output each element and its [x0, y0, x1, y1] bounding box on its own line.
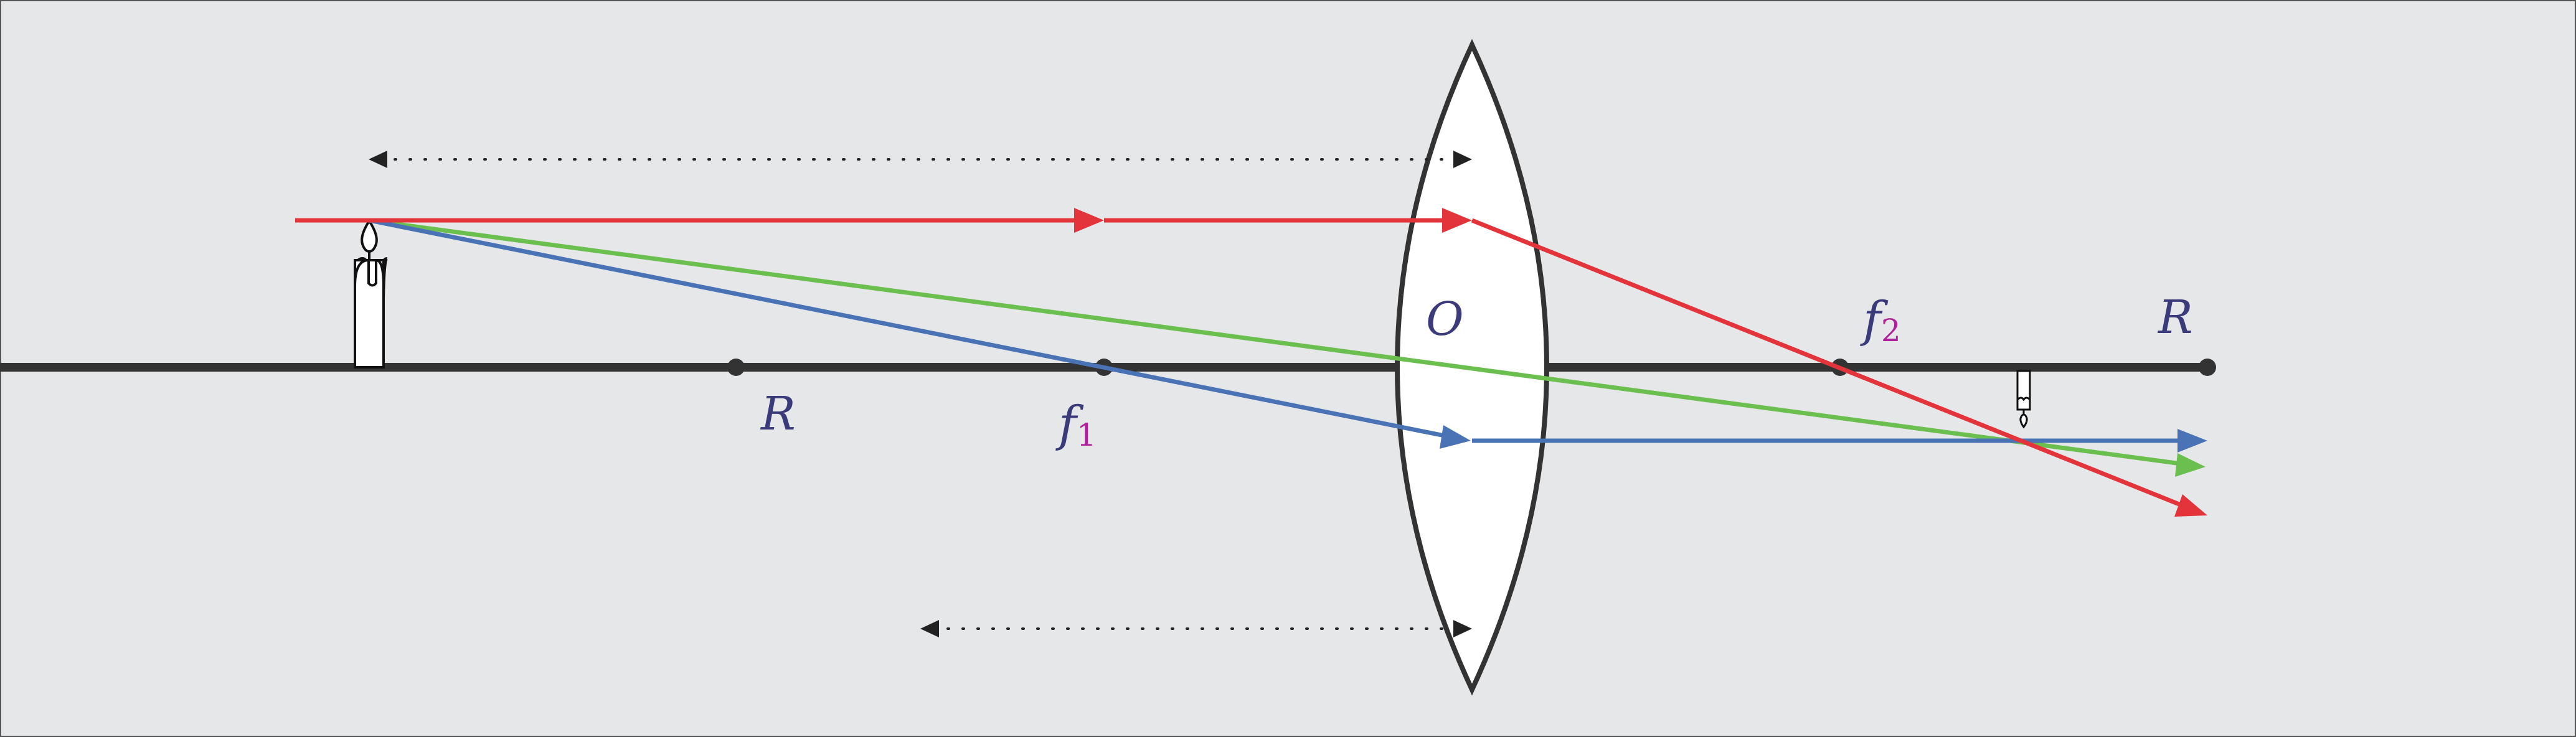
label-focus-left-sub: 1 — [1077, 417, 1097, 453]
ray-parallel — [295, 208, 2207, 517]
label-optical-center: O — [1426, 293, 1464, 346]
label-radius-left: R — [760, 387, 796, 441]
radius-point-right — [2199, 359, 2216, 376]
radius-point-left — [727, 359, 745, 376]
candle-image-icon — [2016, 370, 2031, 429]
candle-object-icon — [354, 218, 389, 368]
ray-through-focus — [369, 218, 2207, 453]
ray-through-center — [369, 218, 2206, 477]
dimension-focal-length — [920, 620, 1472, 637]
dimension-object-distance — [369, 151, 1472, 168]
label-focus-right-sub: 2 — [1881, 312, 1901, 349]
label-radius-right: R — [2157, 291, 2193, 344]
